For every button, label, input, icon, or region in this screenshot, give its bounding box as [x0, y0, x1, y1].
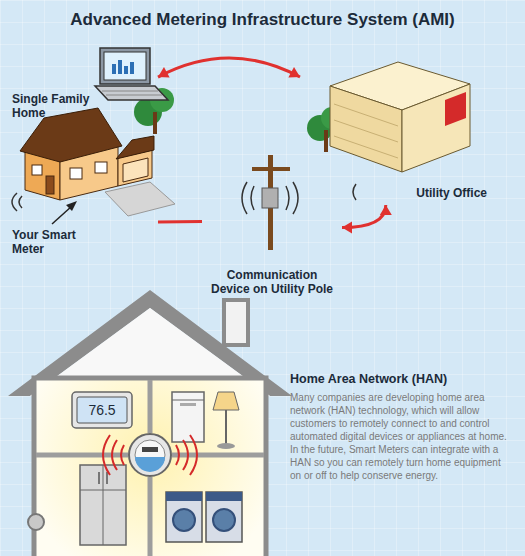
section-heading: Home Area Network (HAN) [290, 372, 510, 386]
body-text: Many companies are developing home area … [290, 391, 508, 482]
illustration-region: Single Family Home [8, 40, 158, 258]
node-label: Communication Device on Utility Pole [206, 268, 338, 296]
home-cutaway [8, 290, 292, 556]
signal-arrow [158, 58, 300, 78]
node-label: Utility Office [416, 186, 487, 200]
thermostat-reading: 76.5 [77, 400, 127, 420]
illustration-region: Communication Device on Utility Pole [202, 148, 342, 298]
office-building [307, 62, 470, 200]
arrowhead [380, 205, 392, 215]
arrowhead [158, 67, 170, 78]
arrowhead [288, 67, 300, 78]
house-figure [12, 48, 175, 224]
connector-line [158, 58, 300, 77]
signal-arrow [158, 221, 202, 223]
illustration-region: Utility Office [300, 45, 495, 205]
callout-label: Your Smart Meter [12, 228, 96, 256]
signal-arrow [342, 205, 392, 234]
arrowhead [342, 222, 352, 234]
utility-pole [242, 155, 298, 250]
connector-line [158, 220, 202, 224]
diagram-title: Advanced Metering Infrastructure System … [0, 10, 525, 30]
node-label: Single Family Home [12, 92, 94, 120]
